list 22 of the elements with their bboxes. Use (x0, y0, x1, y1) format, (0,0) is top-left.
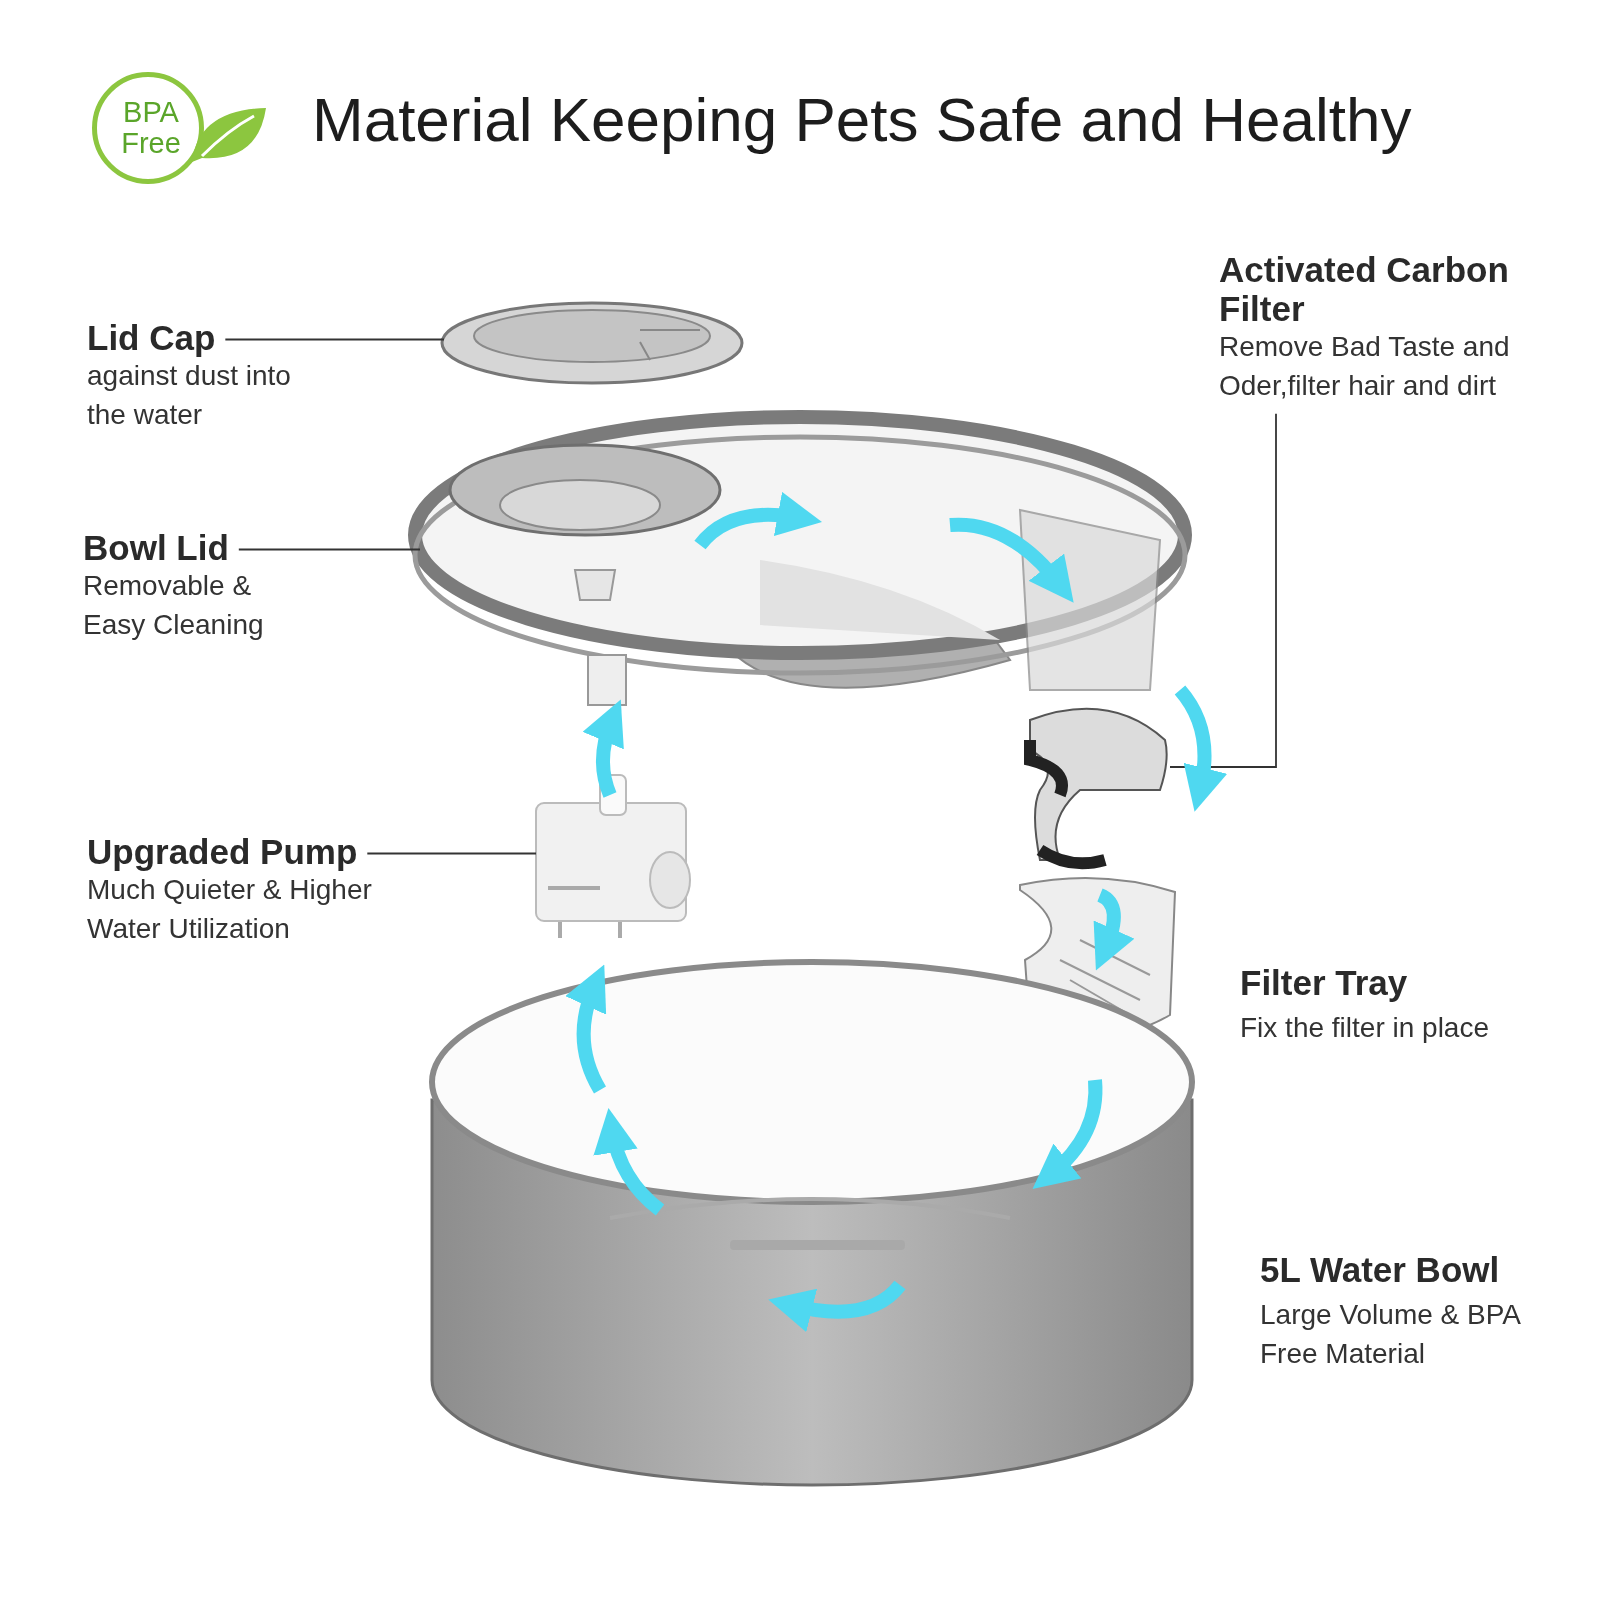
leader-line (224, 338, 445, 341)
part-description: Remove Bad Taste and Oder,filter hair and dirt (1219, 330, 1511, 403)
leader-line (1169, 412, 1277, 768)
part-name: Bowl Lid (83, 528, 230, 568)
part-name: Lid Cap (87, 318, 217, 358)
badge-text: BPA Free (120, 97, 182, 160)
part-name: Filter Tray (1240, 963, 1409, 1003)
part-name: 5L Water Bowl (1260, 1250, 1501, 1290)
leader-line (237, 548, 421, 551)
part-description: against dust into the water (87, 359, 292, 432)
title: Material Keeping Pets Safe and Healthy (312, 84, 1412, 155)
part-description: Removable & Easy Cleaning (83, 569, 265, 642)
bowl-lid-drawing (408, 410, 1192, 706)
lid-cap-drawing (440, 301, 744, 385)
part-description: Large Volume & BPA Free Material (1260, 1298, 1521, 1371)
pump-drawing (535, 774, 691, 940)
part-name: Activated Carbon Filter (1219, 250, 1510, 329)
carbon-filter-drawing (1024, 707, 1168, 870)
part-description: Much Quieter & Higher Water Utilization (87, 873, 373, 946)
part-description: Fix the filter in place (1240, 1011, 1490, 1045)
leader-line (366, 852, 537, 855)
part-name: Upgraded Pump (87, 832, 359, 872)
